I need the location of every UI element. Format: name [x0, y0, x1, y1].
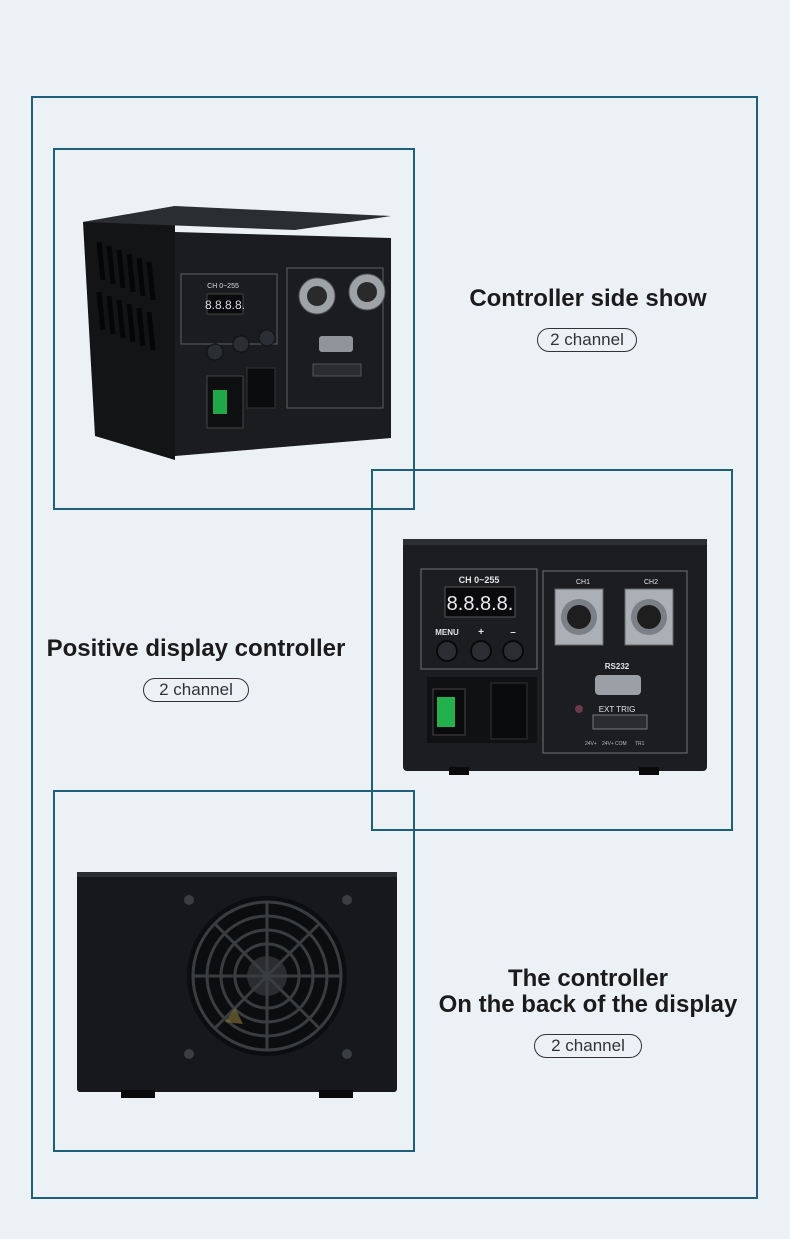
ext-trig-label: EXT TRIG — [599, 705, 636, 714]
section2-title: Positive display controller — [46, 635, 346, 662]
section3-title-line2: On the back of the display — [438, 991, 738, 1018]
terminal-label: COM — [615, 741, 627, 747]
cooling-fan — [187, 896, 347, 1056]
minus-label: – — [510, 627, 516, 638]
plus-button[interactable] — [470, 640, 492, 662]
section1-badge: 2 channel — [537, 328, 637, 352]
section2-badge: 2 channel — [143, 678, 249, 702]
minus-button[interactable] — [258, 329, 276, 347]
menu-label: MENU — [435, 628, 459, 637]
ext-trig-terminal — [592, 714, 648, 730]
rs232-port — [319, 336, 353, 352]
ch1-label: CH1 — [576, 579, 590, 586]
rs232-port — [595, 675, 641, 695]
section3-badge: 2 channel — [534, 1034, 642, 1058]
controller-side-photo: CH 0~255 8.8.8.8. — [83, 206, 391, 460]
ch-label: CH 0~255 — [207, 283, 239, 290]
ch2-label: CH2 — [644, 579, 658, 586]
menu-button[interactable] — [206, 343, 224, 361]
menu-button[interactable] — [436, 640, 458, 662]
product-photo-side-frame: CH 0~255 8.8.8.8. — [53, 148, 415, 510]
product-photo-front-frame: CH 0~255 8.8.8.8. MENU + – CH1 CH2 RS232… — [371, 469, 733, 831]
terminal-label: TR1 — [635, 741, 645, 747]
plus-button[interactable] — [232, 335, 250, 353]
power-socket — [490, 682, 528, 740]
outer-frame — [31, 96, 758, 1199]
section3-title-line1: The controller — [507, 965, 669, 992]
controller-front-photo: CH 0~255 8.8.8.8. MENU + – CH1 CH2 RS232… — [403, 539, 707, 775]
power-switch[interactable] — [437, 697, 455, 727]
ext-trig-terminal — [312, 363, 362, 377]
terminal-label: 24V+ — [602, 741, 614, 747]
rs232-label: RS232 — [605, 662, 630, 671]
power-socket — [246, 367, 276, 409]
power-switch[interactable] — [213, 390, 227, 414]
digit-display: 8.8.8.8. — [447, 593, 514, 615]
terminal-label: 24V+ — [585, 741, 597, 747]
section1-title: Controller side show — [469, 285, 707, 312]
product-photo-back-frame — [53, 790, 415, 1152]
ch-label: CH 0~255 — [459, 575, 500, 585]
plus-label: + — [478, 627, 484, 638]
digit-display: 8.8.8.8. — [205, 298, 245, 312]
controller-back-photo — [77, 872, 397, 1098]
minus-button[interactable] — [502, 640, 524, 662]
